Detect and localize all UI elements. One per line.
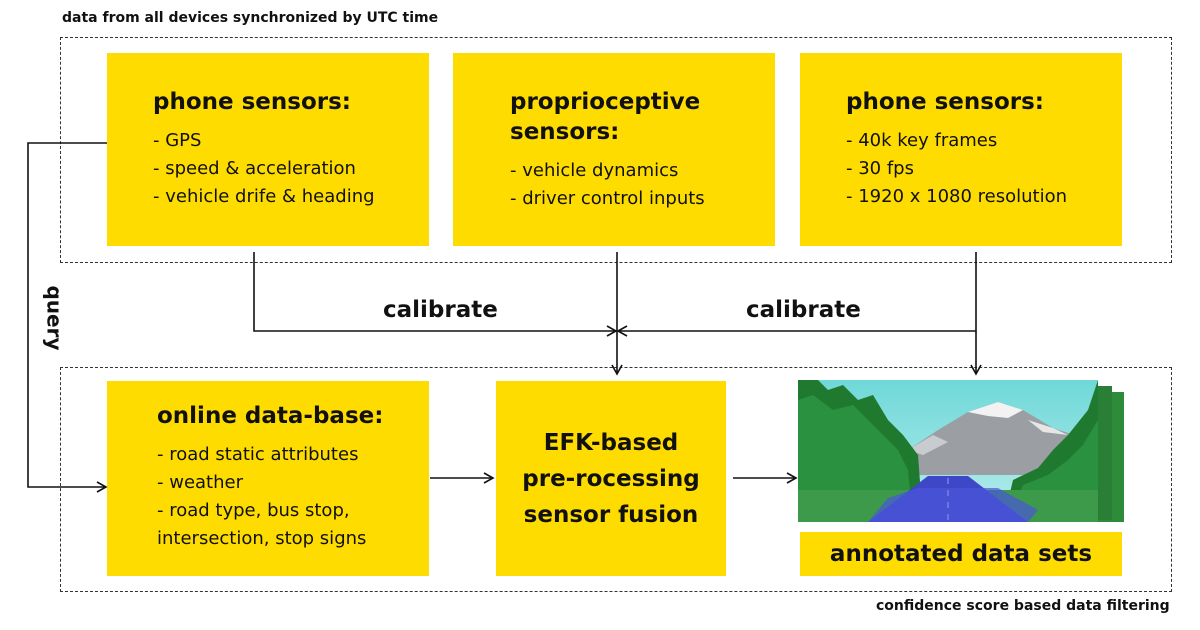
top-region-label: data from all devices synchronized by UT… bbox=[62, 10, 439, 26]
phone-sensors-box-left: phone sensors: - GPS - speed & accelerat… bbox=[107, 53, 429, 246]
phone-sensors-right-title: phone sensors: bbox=[846, 89, 1045, 115]
list-item: - GPS bbox=[153, 130, 202, 151]
bottom-region-label: confidence score based data filtering bbox=[876, 598, 1170, 614]
annotated-data-sets-box: annotated data sets bbox=[800, 532, 1122, 576]
calibrate-label-left: calibrate bbox=[383, 297, 498, 323]
list-item: - vehicle dynamics bbox=[510, 160, 679, 181]
list-item: - speed & acceleration bbox=[153, 158, 356, 179]
phone-sensors-right-list: - 40k key frames - 30 fps - 1920 x 1080 … bbox=[846, 127, 1122, 211]
proprioceptive-sensors-box: proprioceptive sensors: - vehicle dynami… bbox=[453, 53, 775, 246]
list-item: intersection, stop signs bbox=[157, 528, 367, 549]
online-database-title: online data-base: bbox=[157, 403, 384, 429]
road-image bbox=[798, 380, 1124, 522]
proprioceptive-title-line1: proprioceptive bbox=[510, 89, 701, 115]
list-item: - vehicle drife & heading bbox=[153, 186, 375, 207]
phone-sensors-left-title: phone sensors: bbox=[153, 89, 352, 115]
proprioceptive-list: - vehicle dynamics - driver control inpu… bbox=[510, 157, 775, 213]
list-item: - weather bbox=[157, 472, 243, 493]
list-item: - driver control inputs bbox=[510, 188, 705, 209]
online-database-list: - road static attributes - weather - roa… bbox=[157, 441, 429, 553]
efk-line-3: sensor fusion bbox=[523, 501, 699, 528]
list-item: - road type, bus stop, bbox=[157, 500, 350, 521]
efk-line-2: pre-rocessing bbox=[522, 465, 700, 492]
online-database-box: online data-base: - road static attribut… bbox=[107, 381, 429, 576]
phone-sensors-box-right: phone sensors: - 40k key frames - 30 fps… bbox=[800, 53, 1122, 246]
query-label: query bbox=[42, 285, 67, 351]
list-item: - 1920 x 1080 resolution bbox=[846, 186, 1068, 207]
phone-sensors-left-list: - GPS - speed & acceleration - vehicle d… bbox=[153, 127, 429, 211]
list-item: - 30 fps bbox=[846, 158, 914, 179]
list-item: - road static attributes bbox=[157, 444, 359, 465]
list-item: - 40k key frames bbox=[846, 130, 998, 151]
annotated-title: annotated data sets bbox=[829, 541, 1093, 567]
calibrate-label-right: calibrate bbox=[746, 297, 861, 323]
efk-line-1: EFK-based bbox=[543, 429, 679, 456]
efk-fusion-box: EFK-based pre-rocessing sensor fusion bbox=[496, 381, 726, 576]
proprioceptive-title-line2: sensors: bbox=[510, 119, 620, 145]
